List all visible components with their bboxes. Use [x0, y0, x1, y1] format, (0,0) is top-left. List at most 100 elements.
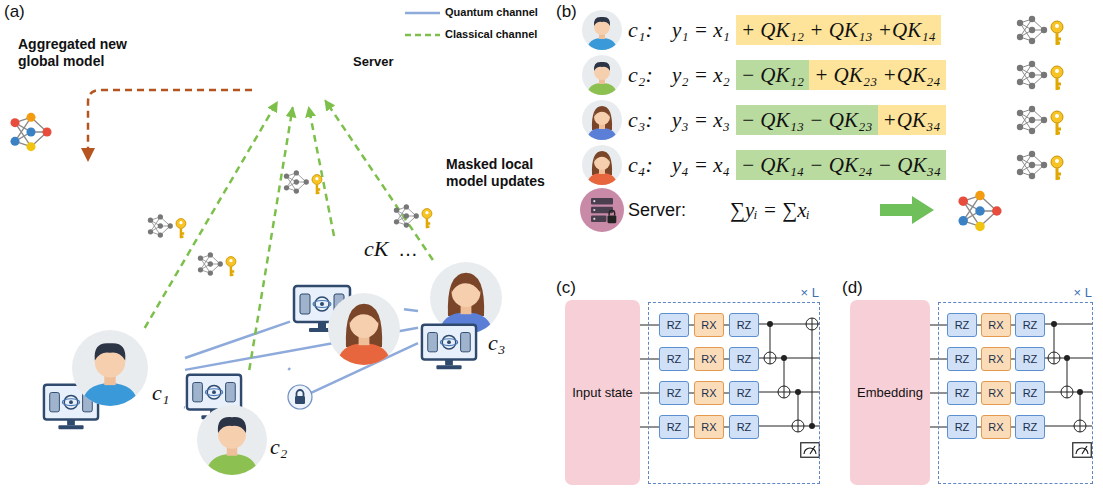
- panel-letter: (b): [556, 2, 577, 22]
- masked-key-term: − QK₁₂: [736, 60, 809, 90]
- rotation-gate: RX: [981, 313, 1011, 337]
- client-node: c₂: [184, 370, 296, 482]
- rotation-gate: RX: [981, 415, 1011, 439]
- client-node: cK: [290, 236, 404, 368]
- client-label: c₁:: [628, 15, 653, 45]
- rotation-gate: RZ: [1015, 347, 1045, 371]
- rotation-gate: RZ: [659, 381, 689, 405]
- node-text: RZ: [737, 421, 752, 433]
- node-text: +QK₃₄: [883, 105, 941, 135]
- node-text: Embedding: [853, 385, 927, 401]
- rotation-gate: RZ: [659, 347, 689, 371]
- node-text: + QK₁₂ + QK₁₃ +QK₁₄: [741, 15, 936, 45]
- server-node: Server: [255, 18, 345, 108]
- rotation-gate: RZ: [729, 347, 759, 371]
- masked-model-icon: [198, 252, 236, 276]
- rotation-gate: RZ: [729, 381, 759, 405]
- measurement-symbol: [1073, 443, 1092, 458]
- client-avatar: [328, 293, 400, 369]
- legend-text: Classical channel: [445, 28, 537, 40]
- rotation-gate: RZ: [729, 313, 759, 337]
- client-avatar: [582, 100, 622, 142]
- rotation-gate: RX: [694, 347, 724, 371]
- node-text: RZ: [955, 353, 970, 365]
- global-model-arrow: [88, 90, 252, 150]
- node-text: c₂: [270, 434, 287, 460]
- node-text: RZ: [955, 319, 970, 331]
- classical-channel: [309, 107, 334, 236]
- equation-term: y₁ = x₁: [672, 15, 730, 45]
- computer-icon: [422, 325, 476, 369]
- measurement-symbol: [801, 443, 820, 458]
- cnot-gates: [1048, 321, 1086, 432]
- quantum-channel: [184, 406, 185, 409]
- qubit-wire: [640, 393, 659, 394]
- rotation-gate: RZ: [729, 415, 759, 439]
- masked-model-icon: [148, 214, 186, 238]
- server-icon: [580, 188, 624, 232]
- state-block: Embedding: [850, 300, 930, 485]
- arrow-head: [81, 148, 95, 162]
- node-text: RZ: [1023, 353, 1038, 365]
- equation-term: y₃ = x₃: [672, 105, 730, 135]
- quantum-key-lock: [288, 385, 312, 409]
- global-model-icon: [10, 113, 51, 151]
- node-text: − QK₁₄ − QK₂₄ − QK₃₄: [741, 150, 941, 180]
- node-text: RZ: [667, 421, 682, 433]
- panel-letter: (d): [842, 278, 863, 298]
- node-text: RX: [701, 421, 716, 433]
- classical-channel: [145, 102, 278, 328]
- node-text: RZ: [955, 421, 970, 433]
- masked-key-term: + QK₂₃ +QK₂₄: [809, 60, 945, 90]
- legend-text: Quantum channel: [445, 6, 538, 18]
- node-text: RX: [701, 387, 716, 399]
- rotation-gate: RZ: [947, 381, 977, 405]
- rotation-gate: RX: [981, 381, 1011, 405]
- node-text: RX: [988, 319, 1003, 331]
- node-text: cK: [364, 236, 388, 262]
- node-text: RZ: [667, 387, 682, 399]
- node-text: + QK₂₃ +QK₂₄: [814, 60, 940, 90]
- qubit-wire: [640, 427, 659, 428]
- client-avatar: [582, 10, 622, 52]
- qubit-wire: [640, 325, 659, 326]
- rotation-gate: RZ: [1015, 381, 1045, 405]
- client-avatar: [582, 145, 622, 187]
- state-block: Input state: [565, 300, 640, 485]
- node-text: Input state: [568, 385, 637, 401]
- rotation-gate: RZ: [1015, 313, 1045, 337]
- node-text: RZ: [737, 319, 752, 331]
- panel-letter: (c): [556, 278, 576, 298]
- node-text: RZ: [1023, 421, 1038, 433]
- legend-line-sample: [405, 12, 440, 15]
- masked-key-term: + QK₁₂ + QK₁₃ +QK₁₄: [736, 15, 941, 45]
- server-label: Server:: [628, 196, 686, 224]
- node-text: RZ: [667, 353, 682, 365]
- node-text: c₁: [152, 380, 169, 406]
- client-avatar: [197, 405, 267, 479]
- node-text: − QK₁₂: [741, 60, 804, 90]
- quantum-channel: [404, 309, 418, 311]
- sum-equation: ∑yᵢ = ∑xᵢ: [730, 195, 810, 225]
- qubit-wire: [640, 359, 659, 360]
- node-text: RX: [988, 353, 1003, 365]
- masked-model-icon: [1017, 106, 1063, 135]
- node-text: RZ: [737, 387, 752, 399]
- legend-dash-sample: [405, 34, 440, 37]
- client-node: c₃: [418, 260, 526, 376]
- layer-box: × LRZRXRZRZRXRZRZRXRZRZRXRZ: [648, 302, 820, 484]
- annotation: Aggregated new global model: [18, 36, 150, 70]
- equation-term: y₄ = x₄: [672, 150, 730, 180]
- client-avatar: [72, 330, 148, 410]
- rotation-gate: RZ: [947, 313, 977, 337]
- aggregate-arrow: [880, 196, 934, 224]
- masked-key-term: +QK₃₄: [878, 105, 946, 135]
- node-text: RX: [701, 319, 716, 331]
- rotation-gate: RZ: [947, 415, 977, 439]
- client-label: c₂:: [628, 60, 653, 90]
- annotation: Masked local model updates: [446, 156, 554, 190]
- masked-key-term: − QK₁₃ − QK₂₃: [736, 105, 878, 135]
- global-model-icon: [958, 191, 1001, 231]
- node-text: Server: [353, 54, 393, 69]
- node-text: RX: [988, 421, 1003, 433]
